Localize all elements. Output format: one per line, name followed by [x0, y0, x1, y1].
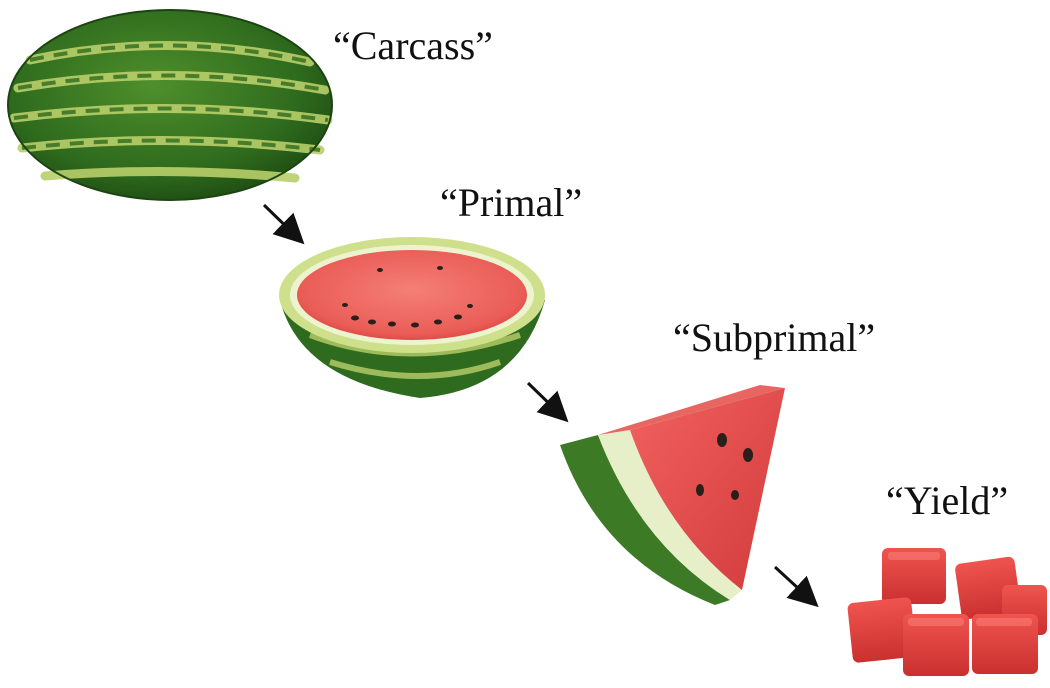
label-carcass: “Carcass” [333, 26, 493, 66]
watermelon-cubes-image [847, 548, 1047, 676]
arrow-carcass-to-primal [264, 205, 298, 238]
watermelon-wedge-image [560, 385, 785, 605]
whole-watermelon-image [8, 10, 332, 200]
arrow-primal-to-subprimal [528, 383, 562, 416]
label-subprimal: “Subprimal” [673, 318, 875, 358]
label-primal: “Primal” [440, 183, 582, 223]
arrow-subprimal-to-yield [775, 567, 812, 601]
label-yield: “Yield” [886, 481, 1008, 521]
half-watermelon-image [279, 237, 545, 398]
